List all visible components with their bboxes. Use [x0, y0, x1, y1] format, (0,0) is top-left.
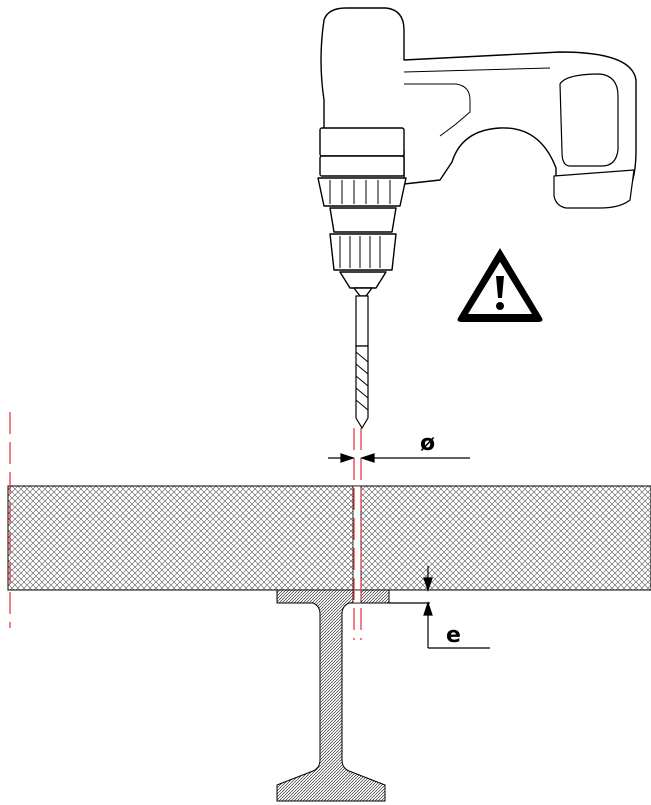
diameter-label: ø	[420, 431, 435, 456]
sandwich-panel	[7, 485, 651, 591]
i-beam	[276, 589, 390, 802]
cordless-drill-icon	[317, 7, 637, 297]
drill-bit	[355, 295, 369, 430]
edge-distance-dimension	[389, 566, 490, 649]
warning-triangle-icon	[457, 248, 543, 322]
centerlines	[9, 412, 362, 640]
edge-distance-label: e	[446, 623, 461, 648]
diameter-dimension	[328, 453, 470, 463]
